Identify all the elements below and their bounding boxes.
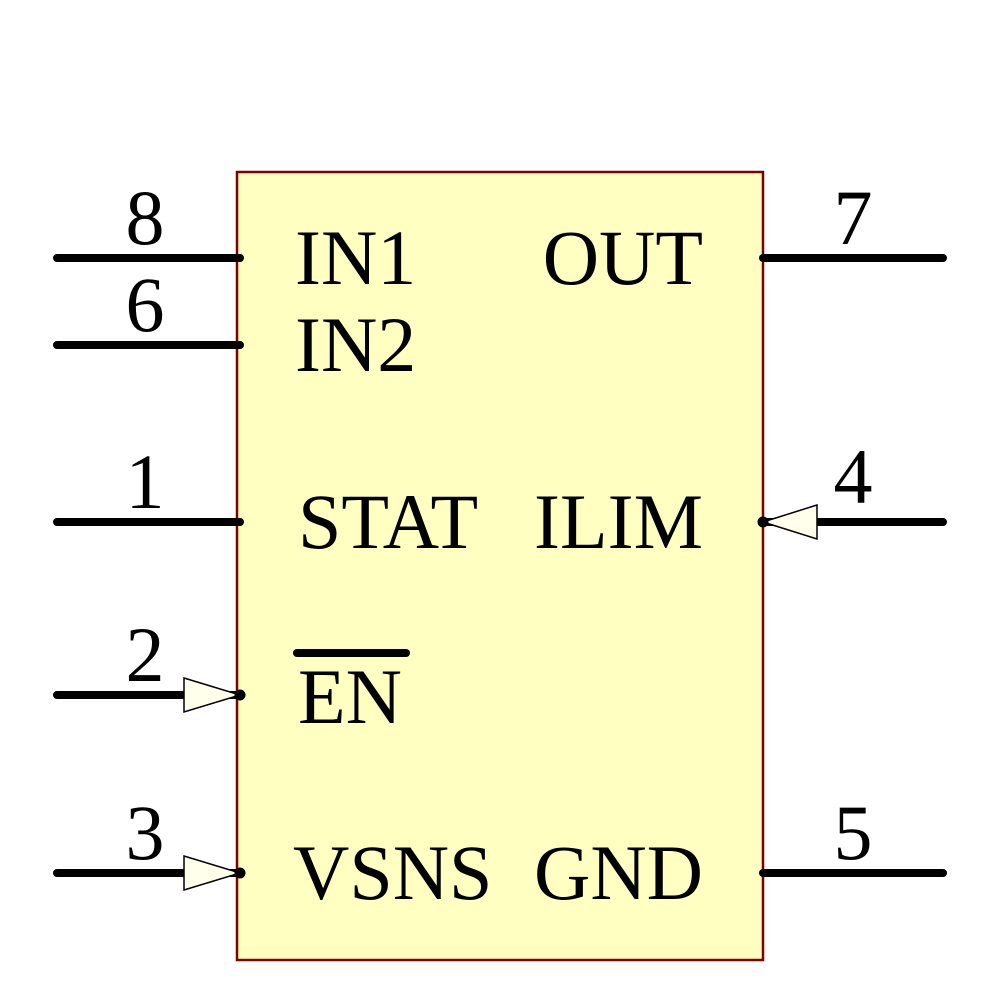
component-body <box>235 170 765 962</box>
pin-labels-left: IN1 IN2 STAT EN VSNS <box>293 214 492 916</box>
pin-5-number: 5 <box>834 789 873 876</box>
pin-wires-left <box>53 254 244 877</box>
pin-2-label: EN <box>298 653 402 740</box>
pin-3-number: 3 <box>126 789 165 876</box>
pin-8-number: 8 <box>126 174 165 261</box>
pin-8-label: IN1 <box>295 214 416 301</box>
pin-2-junction-dot <box>234 689 246 701</box>
pin-3-input-arrow-icon <box>183 854 243 892</box>
pin-2-number: 2 <box>126 611 165 698</box>
pin-6-label: IN2 <box>295 301 416 388</box>
pin-wires-right <box>759 254 947 877</box>
pin-7-label: OUT <box>543 214 703 301</box>
pin-4-input-arrow-icon <box>760 503 818 541</box>
pin-5-label: GND <box>534 829 703 916</box>
pin-4-junction-dot <box>757 516 769 528</box>
pin-junction-dots <box>234 516 769 879</box>
pin-4-number: 4 <box>834 433 873 520</box>
pin-6-number: 6 <box>126 261 165 348</box>
pin-1-number: 1 <box>126 438 165 525</box>
pin-2-input-arrow-icon <box>183 676 243 714</box>
pin-4-label: ILIM <box>534 478 703 565</box>
pin-3-label: VSNS <box>293 829 492 916</box>
input-arrows <box>183 503 818 892</box>
pin-labels-right: OUT ILIM GND <box>534 214 703 916</box>
pin-1-label: STAT <box>298 478 478 565</box>
pin-numbers: 8 6 1 2 3 7 4 5 <box>126 174 873 876</box>
pin-7-number: 7 <box>834 174 873 261</box>
pin-3-junction-dot <box>234 867 246 879</box>
